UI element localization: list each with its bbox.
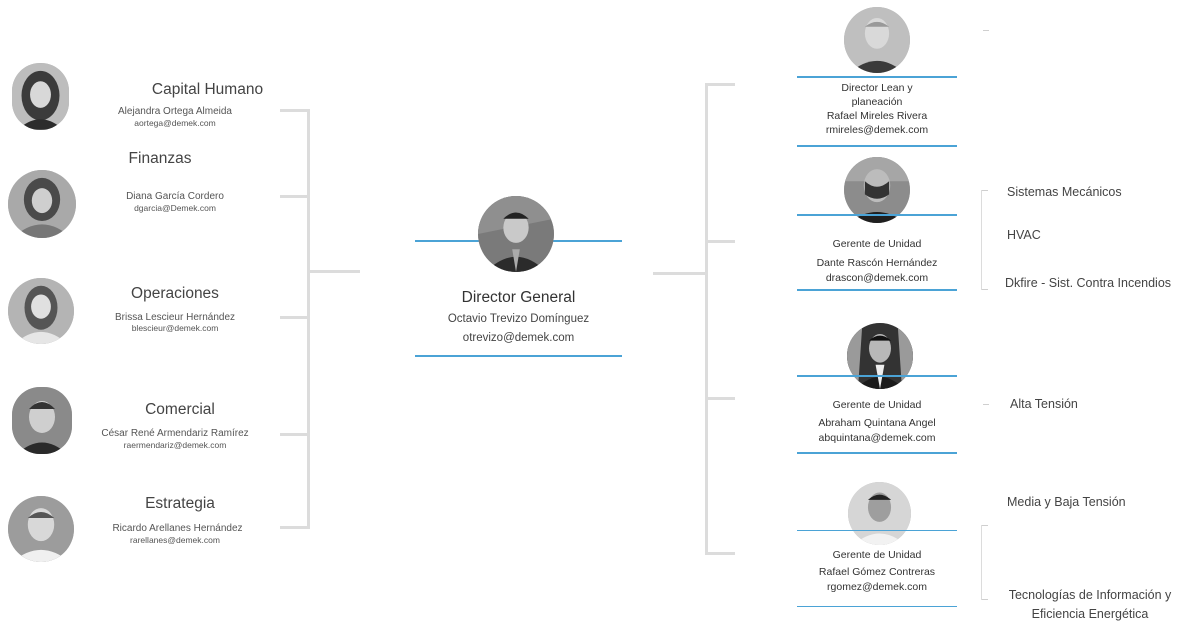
person-name: Alejandra Ortega Almeida — [118, 106, 232, 117]
left-bracket-tick — [280, 316, 310, 319]
person-name: Diana García Cordero — [126, 191, 224, 202]
area-title-finanzas: Finanzas — [128, 150, 192, 167]
person-name: César René Armendariz Ramírez — [101, 428, 249, 439]
gomez-top-rule — [797, 530, 957, 531]
gomez-units-bracket — [981, 525, 982, 600]
unit-dkfire: Dkfire - Sist. Contra Incendios — [1005, 276, 1172, 290]
man-portrait-photo — [8, 496, 74, 562]
gomez-line-1: Gerente de Unidad — [832, 549, 922, 561]
unit-sistemas-mecanicos: Sistemas Mecánicos — [1007, 185, 1122, 199]
left-bracket-tick — [280, 195, 310, 198]
mireles-top-rule — [797, 76, 957, 78]
person-email[interactable]: rarellanes@demek.com — [130, 535, 220, 545]
area-title-estrategia: Estrategia — [145, 495, 215, 512]
rascon-bottom-rule — [797, 289, 957, 291]
director-name: Octavio Trevizo Domínguez — [447, 313, 590, 325]
right-bracket-tick — [705, 83, 735, 86]
man-portrait-photo — [844, 7, 910, 73]
left-bracket-vertical — [307, 109, 310, 529]
left-to-center-connector — [307, 270, 360, 273]
gomez-email[interactable]: rgomez@demek.com — [827, 581, 927, 593]
unit-eficiencia-energetica: Eficiencia Energética — [1031, 607, 1149, 621]
director-email[interactable]: otrevizo@demek.com — [462, 332, 575, 344]
person-email[interactable]: dgarcia@Demek.com — [134, 203, 216, 213]
mireles-bottom-rule — [797, 145, 957, 147]
unit-tecnologias-informacion: Tecnologías de Información y — [1008, 588, 1172, 602]
person-email[interactable]: blescieur@demek.com — [131, 323, 219, 333]
right-bracket-tick — [705, 240, 735, 243]
right-bracket-tick — [705, 397, 735, 400]
rascon-email[interactable]: drascon@demek.com — [825, 272, 929, 284]
mireles-email[interactable]: rmireles@demek.com — [825, 124, 929, 136]
rascon-top-rule — [797, 214, 957, 216]
unit-tick — [982, 289, 988, 290]
director-role-title: Director General — [461, 289, 576, 306]
woman-portrait-photo — [8, 170, 76, 238]
left-bracket-tick — [280, 526, 310, 529]
woman-portrait-photo — [8, 278, 74, 344]
mireles-line-1: Director Lean y — [841, 82, 913, 94]
quintana-line-1: Gerente de Unidad — [832, 399, 922, 411]
unit-tick — [983, 404, 989, 405]
mireles-line-3: Rafael Mireles Rivera — [826, 110, 928, 122]
center-bottom-rule — [415, 355, 622, 357]
quintana-bottom-rule — [797, 452, 957, 454]
center-to-right-connector — [653, 272, 708, 275]
person-email[interactable]: raermendariz@demek.com — [123, 440, 227, 450]
gomez-line-2: Rafael Gómez Contreras — [818, 566, 936, 578]
person-name: Brissa Lescieur Hernández — [114, 312, 236, 323]
man-portrait-photo — [848, 482, 911, 545]
unit-hvac: HVAC — [1007, 228, 1041, 242]
person-email[interactable]: aortega@demek.com — [134, 118, 216, 128]
unit-tick — [982, 599, 988, 600]
left-bracket-tick — [280, 109, 310, 112]
rascon-line-2: Dante Rascón Hernández — [816, 257, 938, 269]
mireles-line-2: planeación — [851, 96, 903, 108]
quintana-email[interactable]: abquintana@demek.com — [818, 432, 936, 444]
quintana-line-2: Abraham Quintana Angel — [818, 417, 936, 429]
woman-portrait-photo — [12, 63, 69, 130]
right-bracket-tick — [705, 552, 735, 555]
gomez-bottom-rule — [797, 606, 957, 607]
area-title-operaciones: Operaciones — [131, 285, 219, 302]
quintana-top-rule — [797, 375, 957, 377]
man-portrait-photo — [12, 387, 72, 454]
mireles-unit-tick — [983, 30, 989, 31]
unit-tick — [982, 525, 988, 526]
unit-media-baja-tension: Media y Baja Tensión — [1007, 495, 1126, 509]
man-portrait-photo — [478, 196, 554, 272]
area-title-capital-humano: Capital Humano — [151, 81, 264, 98]
right-bracket-vertical — [705, 83, 708, 555]
unit-alta-tension: Alta Tensión — [1010, 397, 1078, 411]
rascon-line-1: Gerente de Unidad — [832, 238, 922, 250]
person-name: Ricardo Arellanes Hernández — [112, 523, 243, 534]
rascon-units-bracket — [981, 190, 982, 290]
man-portrait-photo — [847, 323, 913, 389]
area-title-comercial: Comercial — [145, 401, 215, 418]
left-bracket-tick — [280, 433, 310, 436]
unit-tick — [982, 190, 988, 191]
